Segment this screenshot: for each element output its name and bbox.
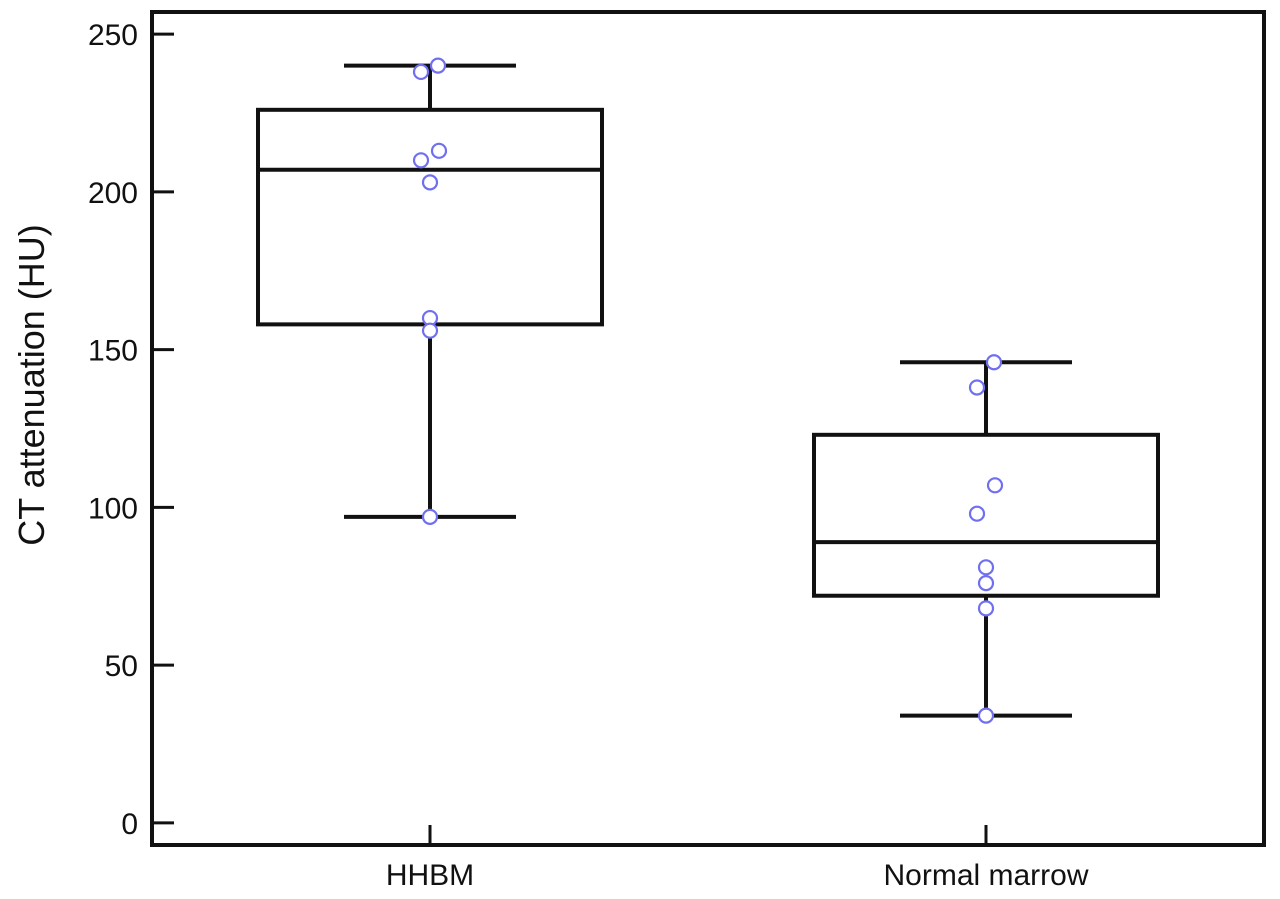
y-tick-label: 100 [88, 492, 138, 525]
y-tick-label: 150 [88, 335, 138, 368]
iqr-box [256, 107, 604, 327]
data-point [977, 575, 995, 592]
y-tick-label: 50 [105, 650, 138, 683]
data-point [430, 142, 448, 159]
x-axis: HHBM Normal marrow [386, 825, 1089, 892]
y-axis: 0 50 100 150 200 250 [88, 19, 174, 841]
data-point [985, 354, 1003, 371]
data-point [968, 379, 986, 396]
data-point [977, 707, 995, 724]
plot-frame [150, 10, 1266, 847]
data-point [977, 600, 995, 617]
data-point [412, 152, 430, 169]
y-tick-label: 250 [88, 19, 138, 52]
iqr-box [812, 432, 1160, 598]
data-point [421, 174, 439, 191]
y-tick-label: 200 [88, 177, 138, 210]
y-axis-label: CT attenuation (HU) [11, 224, 52, 545]
data-point [968, 505, 986, 522]
data-point [429, 57, 447, 74]
x-tick-label: Normal marrow [883, 859, 1088, 892]
x-tick-label: HHBM [386, 859, 474, 892]
y-tick-label: 0 [121, 808, 138, 841]
boxes [256, 57, 1160, 724]
data-point [421, 508, 439, 525]
data-point [421, 322, 439, 339]
data-point [986, 477, 1004, 494]
data-point [412, 63, 430, 81]
box-0 [256, 57, 604, 525]
data-point [977, 559, 995, 576]
box-1 [812, 354, 1160, 724]
